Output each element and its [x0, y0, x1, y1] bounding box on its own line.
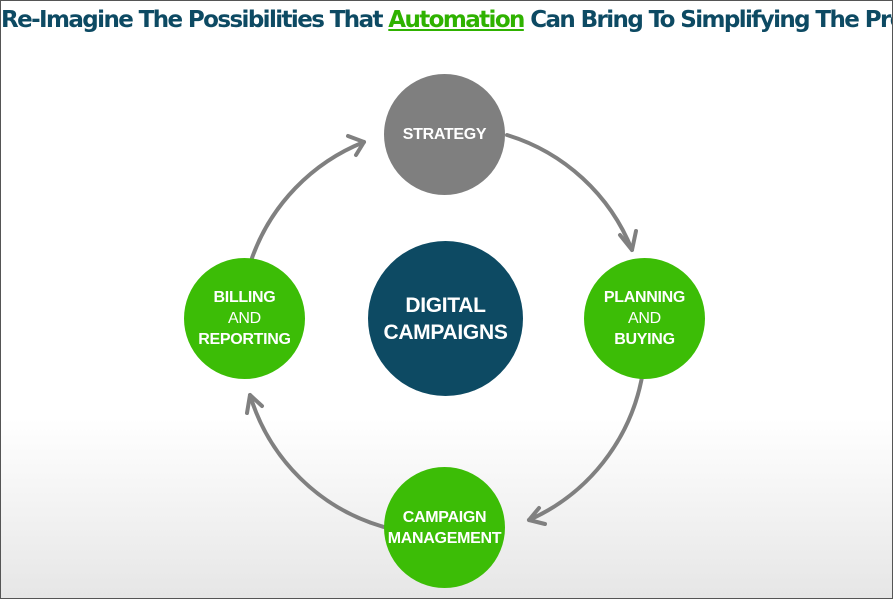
center-digital-campaigns: DIGITAL CAMPAIGNS: [368, 241, 523, 396]
arrowhead-billing: [245, 393, 264, 415]
stage-billing-line2: REPORTING: [198, 331, 291, 348]
title-highlight: Automation: [388, 7, 525, 33]
stage-billing-line1: BILLING: [213, 289, 276, 306]
center-line2: CAMPAIGNS: [383, 320, 508, 344]
arrowhead-strategy: [346, 134, 366, 157]
arrow-strategy-to-planning: [505, 133, 634, 252]
slide-title: Re-Imagine The Possibilities That Automa…: [1, 7, 892, 33]
title-text-before: Re-Imagine The Possibilities That: [1, 7, 389, 33]
stage-billing-connector: AND: [228, 310, 261, 327]
stage-strategy: STRATEGY: [384, 74, 505, 195]
stage-campaign-management: CAMPAIGN MANAGEMENT: [384, 467, 505, 588]
stage-campaign-line2: MANAGEMENT: [387, 529, 502, 547]
stage-planning-connector: AND: [628, 310, 661, 327]
stage-planning-line1: PLANNING: [603, 289, 686, 306]
arrow-planning-to-campaign: [527, 375, 644, 522]
arrowhead-campaign: [527, 506, 547, 526]
arrow-campaign-to-billing: [248, 393, 386, 529]
stage-planning-line2: BUYING: [614, 331, 675, 348]
arrowhead-planning: [618, 229, 638, 252]
stage-campaign-line1: CAMPAIGN: [402, 508, 487, 526]
stage-strategy-label: STRATEGY: [402, 126, 487, 143]
stage-billing-and-reporting: BILLING AND REPORTING: [184, 258, 305, 379]
center-line1: DIGITAL: [405, 293, 486, 317]
stage-planning-and-buying: PLANNING AND BUYING: [584, 258, 705, 379]
title-text-after: Can Bring To Simplifying The Process: [530, 7, 892, 33]
arrow-billing-to-strategy: [250, 140, 366, 260]
